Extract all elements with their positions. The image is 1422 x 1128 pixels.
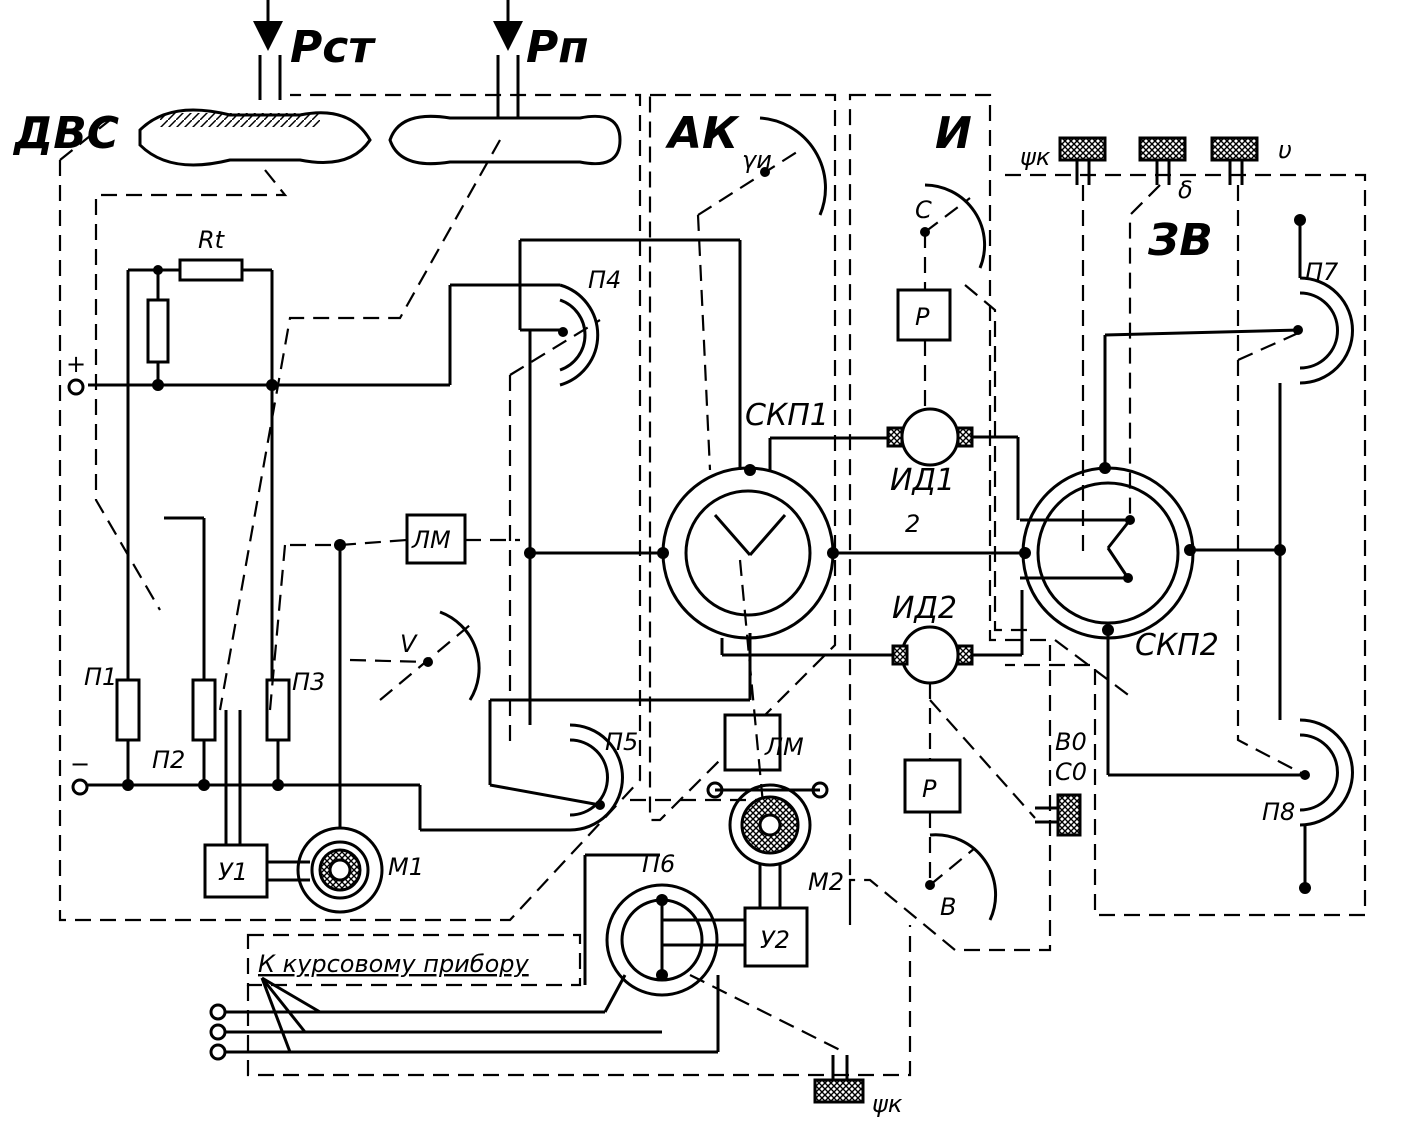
b0-label: В0 <box>1055 728 1087 756</box>
block-ak-boundary <box>648 93 837 822</box>
v-scale-label: V <box>400 630 418 658</box>
terminals <box>67 378 829 1061</box>
minus-terminal-label: − <box>70 750 90 778</box>
kursovoy-boundary <box>246 925 912 1077</box>
i-section <box>886 183 1082 921</box>
p-st-input <box>253 0 283 100</box>
p-n-input <box>493 0 523 118</box>
m2-label: М2 <box>808 868 844 896</box>
lm-bottom-label: ЛМ <box>764 733 804 761</box>
p5-pot <box>488 330 624 832</box>
dynamic-capsule <box>388 114 622 166</box>
nu-label: υ <box>1278 136 1292 164</box>
m1-label: М1 <box>388 853 424 881</box>
p-st-label: Pст <box>290 22 376 73</box>
gamma-u-label: γи <box>742 146 772 174</box>
id1-sub-label: 2 <box>905 510 920 538</box>
p6-label: П6 <box>642 850 675 878</box>
id1-label: ИД1 <box>890 463 955 498</box>
p-n-label: Pп <box>526 22 589 73</box>
block-i-boundary <box>848 93 1052 952</box>
b-scale-label: В <box>940 893 956 921</box>
kursovoy-wiring <box>225 974 865 1104</box>
plus-terminal-label: + <box>66 350 86 378</box>
rt-label: Rt <box>198 226 226 254</box>
skp1-label: СКП1 <box>745 398 829 433</box>
block-ak-label: АК <box>665 108 740 159</box>
block-dvs-boundary <box>58 93 642 922</box>
p5-label: П5 <box>605 728 638 756</box>
u1-label: У1 <box>218 858 248 886</box>
p8-label: П8 <box>1262 798 1295 826</box>
block-i-label: И <box>935 108 972 159</box>
p3-label: П3 <box>292 668 325 696</box>
dvs-mech-links <box>94 139 520 711</box>
junction-dots <box>122 167 1310 981</box>
p4-label: П4 <box>588 266 621 294</box>
p2-label: П2 <box>152 746 185 774</box>
block-dvs-label: ДВС <box>12 108 119 159</box>
psi-k-bottom-label: ψк <box>872 1090 903 1118</box>
p4-pot <box>509 238 742 470</box>
id2-label: ИД2 <box>892 591 957 626</box>
dvs-wiring <box>88 258 570 914</box>
p7-label: П7 <box>1305 258 1339 286</box>
psi-k-top-label: ψк <box>1020 143 1051 171</box>
r-top-label: Р <box>915 303 930 331</box>
r-bottom-label: Р <box>922 775 937 803</box>
c-scale-label: С <box>915 196 932 224</box>
skp2-label: СКП2 <box>1135 628 1219 663</box>
kursovoy-caption: К курсовому прибору <box>258 950 529 978</box>
c0-label: С0 <box>1055 758 1087 786</box>
static-capsule <box>138 108 372 167</box>
zv-section <box>1020 136 1354 894</box>
lm-top-label: ЛМ <box>411 526 451 554</box>
ak-section <box>490 116 1025 1051</box>
u2-label: У2 <box>760 926 790 954</box>
block-zv-boundary <box>1005 173 1367 917</box>
p1-label: П1 <box>84 663 117 691</box>
delta-label: δ <box>1178 176 1193 204</box>
block-zv-label: ЗВ <box>1147 215 1213 266</box>
